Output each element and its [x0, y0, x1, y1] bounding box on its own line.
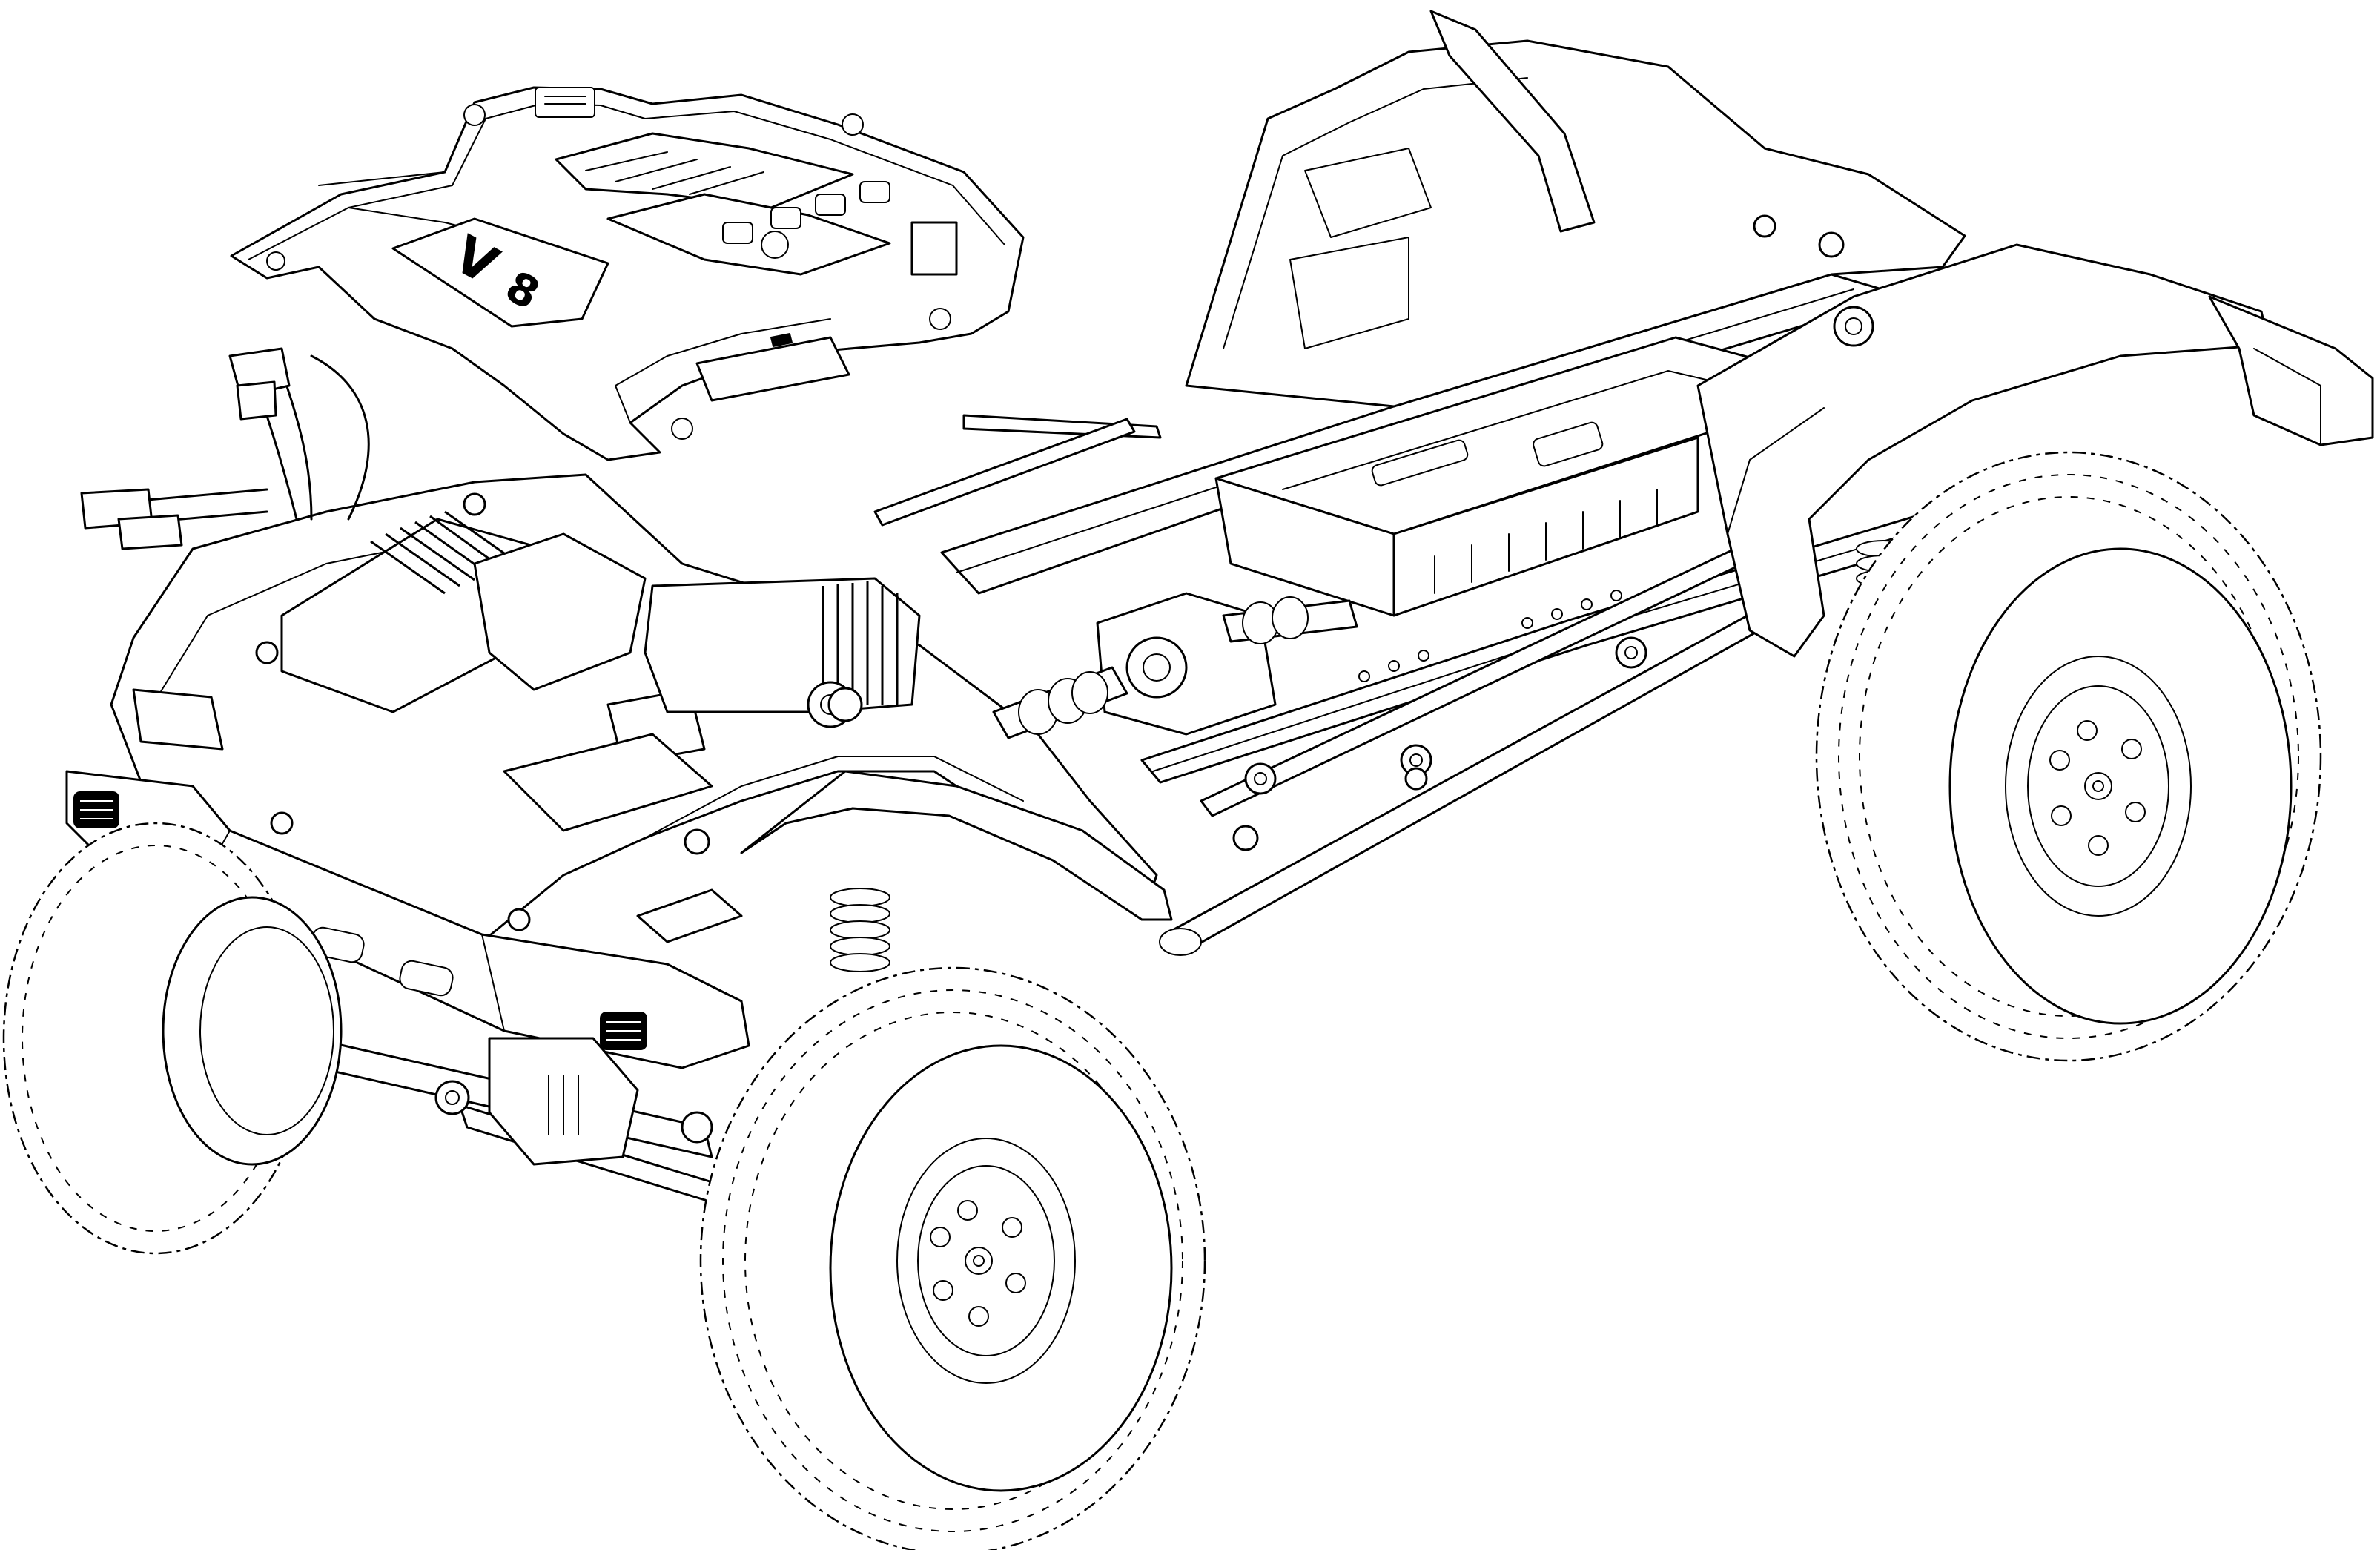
- engine-cover-plate: V 8: [230, 86, 1025, 461]
- v8-badge: V 8: [391, 217, 609, 328]
- lug-nuts-rear: [2049, 720, 2146, 856]
- wheel-rear-right: [1815, 451, 2322, 1062]
- motor-fins: [822, 581, 899, 705]
- light-pod-right: [600, 1012, 647, 1050]
- wheel-front-right: [699, 966, 1206, 1550]
- front-axle: [258, 991, 736, 1210]
- light-pod-left: [73, 791, 119, 828]
- shock-right: [1222, 596, 1358, 644]
- front-coil-spring: [830, 888, 890, 972]
- tray-vents: [1434, 489, 1658, 594]
- wheel-front-left: [2, 822, 343, 1255]
- hardware-details: [255, 214, 1845, 931]
- cab-body: [1185, 10, 2374, 658]
- shock-left: [992, 666, 1128, 739]
- heatsink-fins: [370, 510, 520, 595]
- intake-runners: [555, 132, 958, 276]
- lug-nuts-front: [930, 1200, 1026, 1327]
- esc-motor: [80, 347, 921, 832]
